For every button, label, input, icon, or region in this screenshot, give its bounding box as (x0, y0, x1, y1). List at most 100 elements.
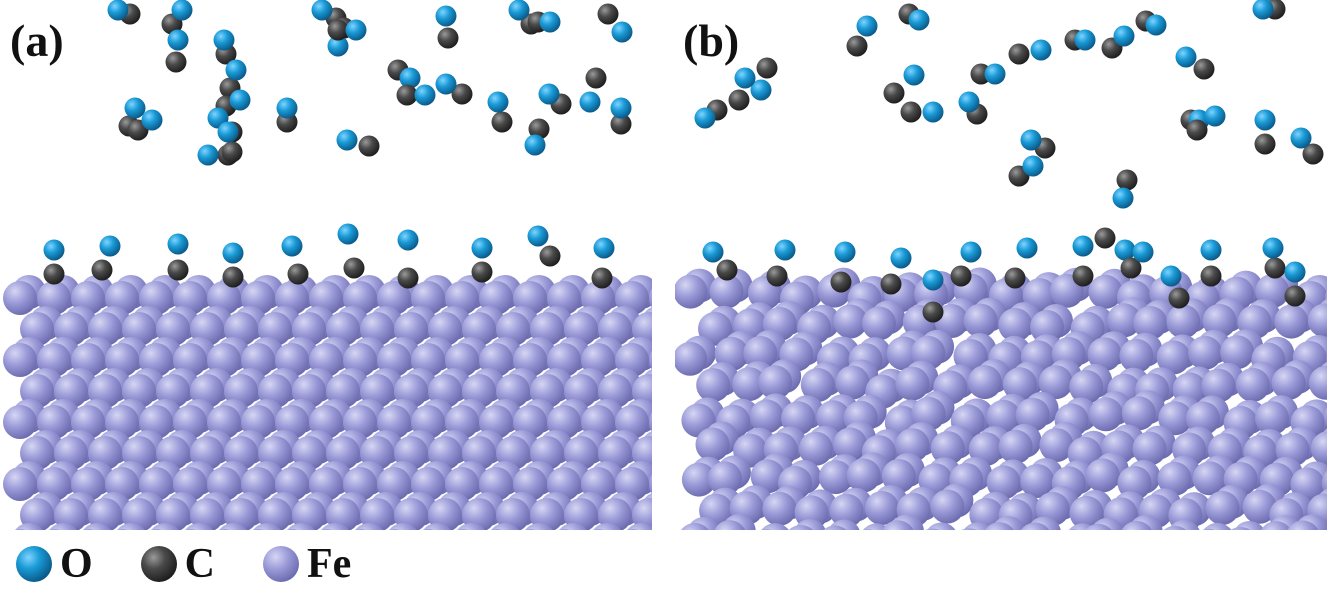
oxygen-atom (414, 84, 436, 106)
iron-atom (1201, 368, 1236, 403)
iron-atom (1069, 369, 1104, 404)
carbon-atom (1004, 267, 1026, 289)
iron-atom (998, 429, 1033, 464)
iron-atom (88, 498, 122, 530)
iron-atom (829, 493, 864, 528)
iron-atom (1121, 520, 1152, 530)
iron-atom (54, 498, 88, 530)
iron-atom (846, 458, 881, 493)
legend-item-fe: Fe (261, 543, 351, 585)
iron-atom (1321, 470, 1327, 496)
oxygen-atom (107, 0, 129, 21)
carbon-atom (327, 19, 349, 41)
iron-atom (321, 523, 349, 530)
iron-atom (3, 343, 37, 377)
iron-atom (20, 498, 54, 530)
oxygen-atom (1262, 237, 1284, 259)
oxygen-atom (1200, 239, 1222, 261)
panel-label-a: (a) (10, 15, 64, 66)
iron-atom (1002, 367, 1037, 402)
iron-atom (1163, 525, 1187, 530)
carbon-atom (528, 118, 550, 140)
iron-atom (675, 274, 708, 309)
carbon-atom (716, 259, 738, 281)
iron-atom (525, 523, 553, 530)
carbon-atom (1072, 265, 1094, 287)
oxygen-atom (958, 91, 980, 113)
carbon-atom (1264, 257, 1286, 279)
oxygen-atom (593, 237, 615, 259)
carbon-atom (43, 263, 65, 285)
oxygen-atom (197, 144, 219, 166)
carbon-atom (883, 82, 905, 104)
iron-atom (14, 529, 26, 530)
carbon-atom (165, 51, 187, 73)
iron-atom (1308, 365, 1327, 400)
carbon-atom (287, 263, 309, 285)
oxygen-atom (1284, 261, 1306, 283)
oxygen-atom (167, 233, 189, 255)
iron-atom (707, 461, 742, 496)
iron-atom (462, 498, 496, 530)
iron-atom (969, 497, 1004, 530)
iron-atom (1235, 367, 1270, 402)
carbon-atom (1284, 285, 1306, 307)
legend-item-o: O (14, 543, 93, 585)
iron-atom (394, 498, 428, 530)
iron-atom (758, 365, 793, 400)
iron-atom (1271, 365, 1306, 400)
iron-atom (1039, 428, 1074, 462)
legend-item-c: C (139, 543, 215, 585)
iron-atom (1030, 310, 1064, 344)
carbon-atom (728, 89, 750, 111)
oxygen-atom (281, 235, 303, 257)
oxygen-atom (311, 0, 333, 21)
carbon-atom (343, 257, 365, 279)
iron-atom (649, 350, 652, 370)
iron-atom (986, 465, 1021, 500)
iron-atom (1020, 464, 1055, 498)
iron-atom (986, 399, 1021, 434)
oxygen-atom (43, 239, 65, 261)
panel-a-atoms (3, 0, 652, 530)
oxygen-atom (538, 83, 560, 105)
iron-atom (1085, 458, 1120, 493)
iron-atom (1021, 522, 1050, 530)
carbon-atom (1120, 257, 1142, 279)
iron-atom (456, 529, 468, 530)
iron-atom (681, 462, 716, 497)
oxygen-atom (124, 97, 146, 119)
iron-atom (1133, 305, 1168, 340)
carbon-atom (922, 301, 944, 323)
oxygen-atom (1160, 265, 1182, 287)
iron-atom (862, 306, 896, 341)
iron-atom (592, 529, 604, 530)
iron-atom (696, 368, 731, 403)
carbon-atom (880, 273, 902, 295)
oxygen-atom (734, 67, 756, 89)
iron-atom (360, 498, 394, 530)
iron-atom (863, 523, 891, 530)
iron-atom (925, 528, 940, 530)
iron-atom (681, 522, 709, 530)
iron-atom (800, 367, 835, 402)
iron-atom-icon (263, 546, 300, 582)
iron-atom (48, 529, 60, 530)
iron-atom (1119, 338, 1154, 373)
iron-atom (749, 399, 784, 434)
carbon-atom (591, 267, 613, 289)
iron-atom (798, 431, 833, 466)
iron-atom (675, 341, 708, 376)
iron-atom (823, 525, 847, 530)
carbon-atom (585, 67, 607, 89)
iron-atom (287, 523, 315, 530)
oxygen-atom (1016, 237, 1038, 259)
iron-atom (833, 427, 868, 462)
iron-atom (998, 308, 1033, 342)
oxygen-atom (890, 247, 912, 269)
iron-atom (953, 339, 988, 373)
iron-atom (428, 498, 462, 530)
iron-atom (219, 523, 247, 530)
iron-atom (1261, 521, 1291, 530)
iron-atom (1157, 461, 1192, 496)
